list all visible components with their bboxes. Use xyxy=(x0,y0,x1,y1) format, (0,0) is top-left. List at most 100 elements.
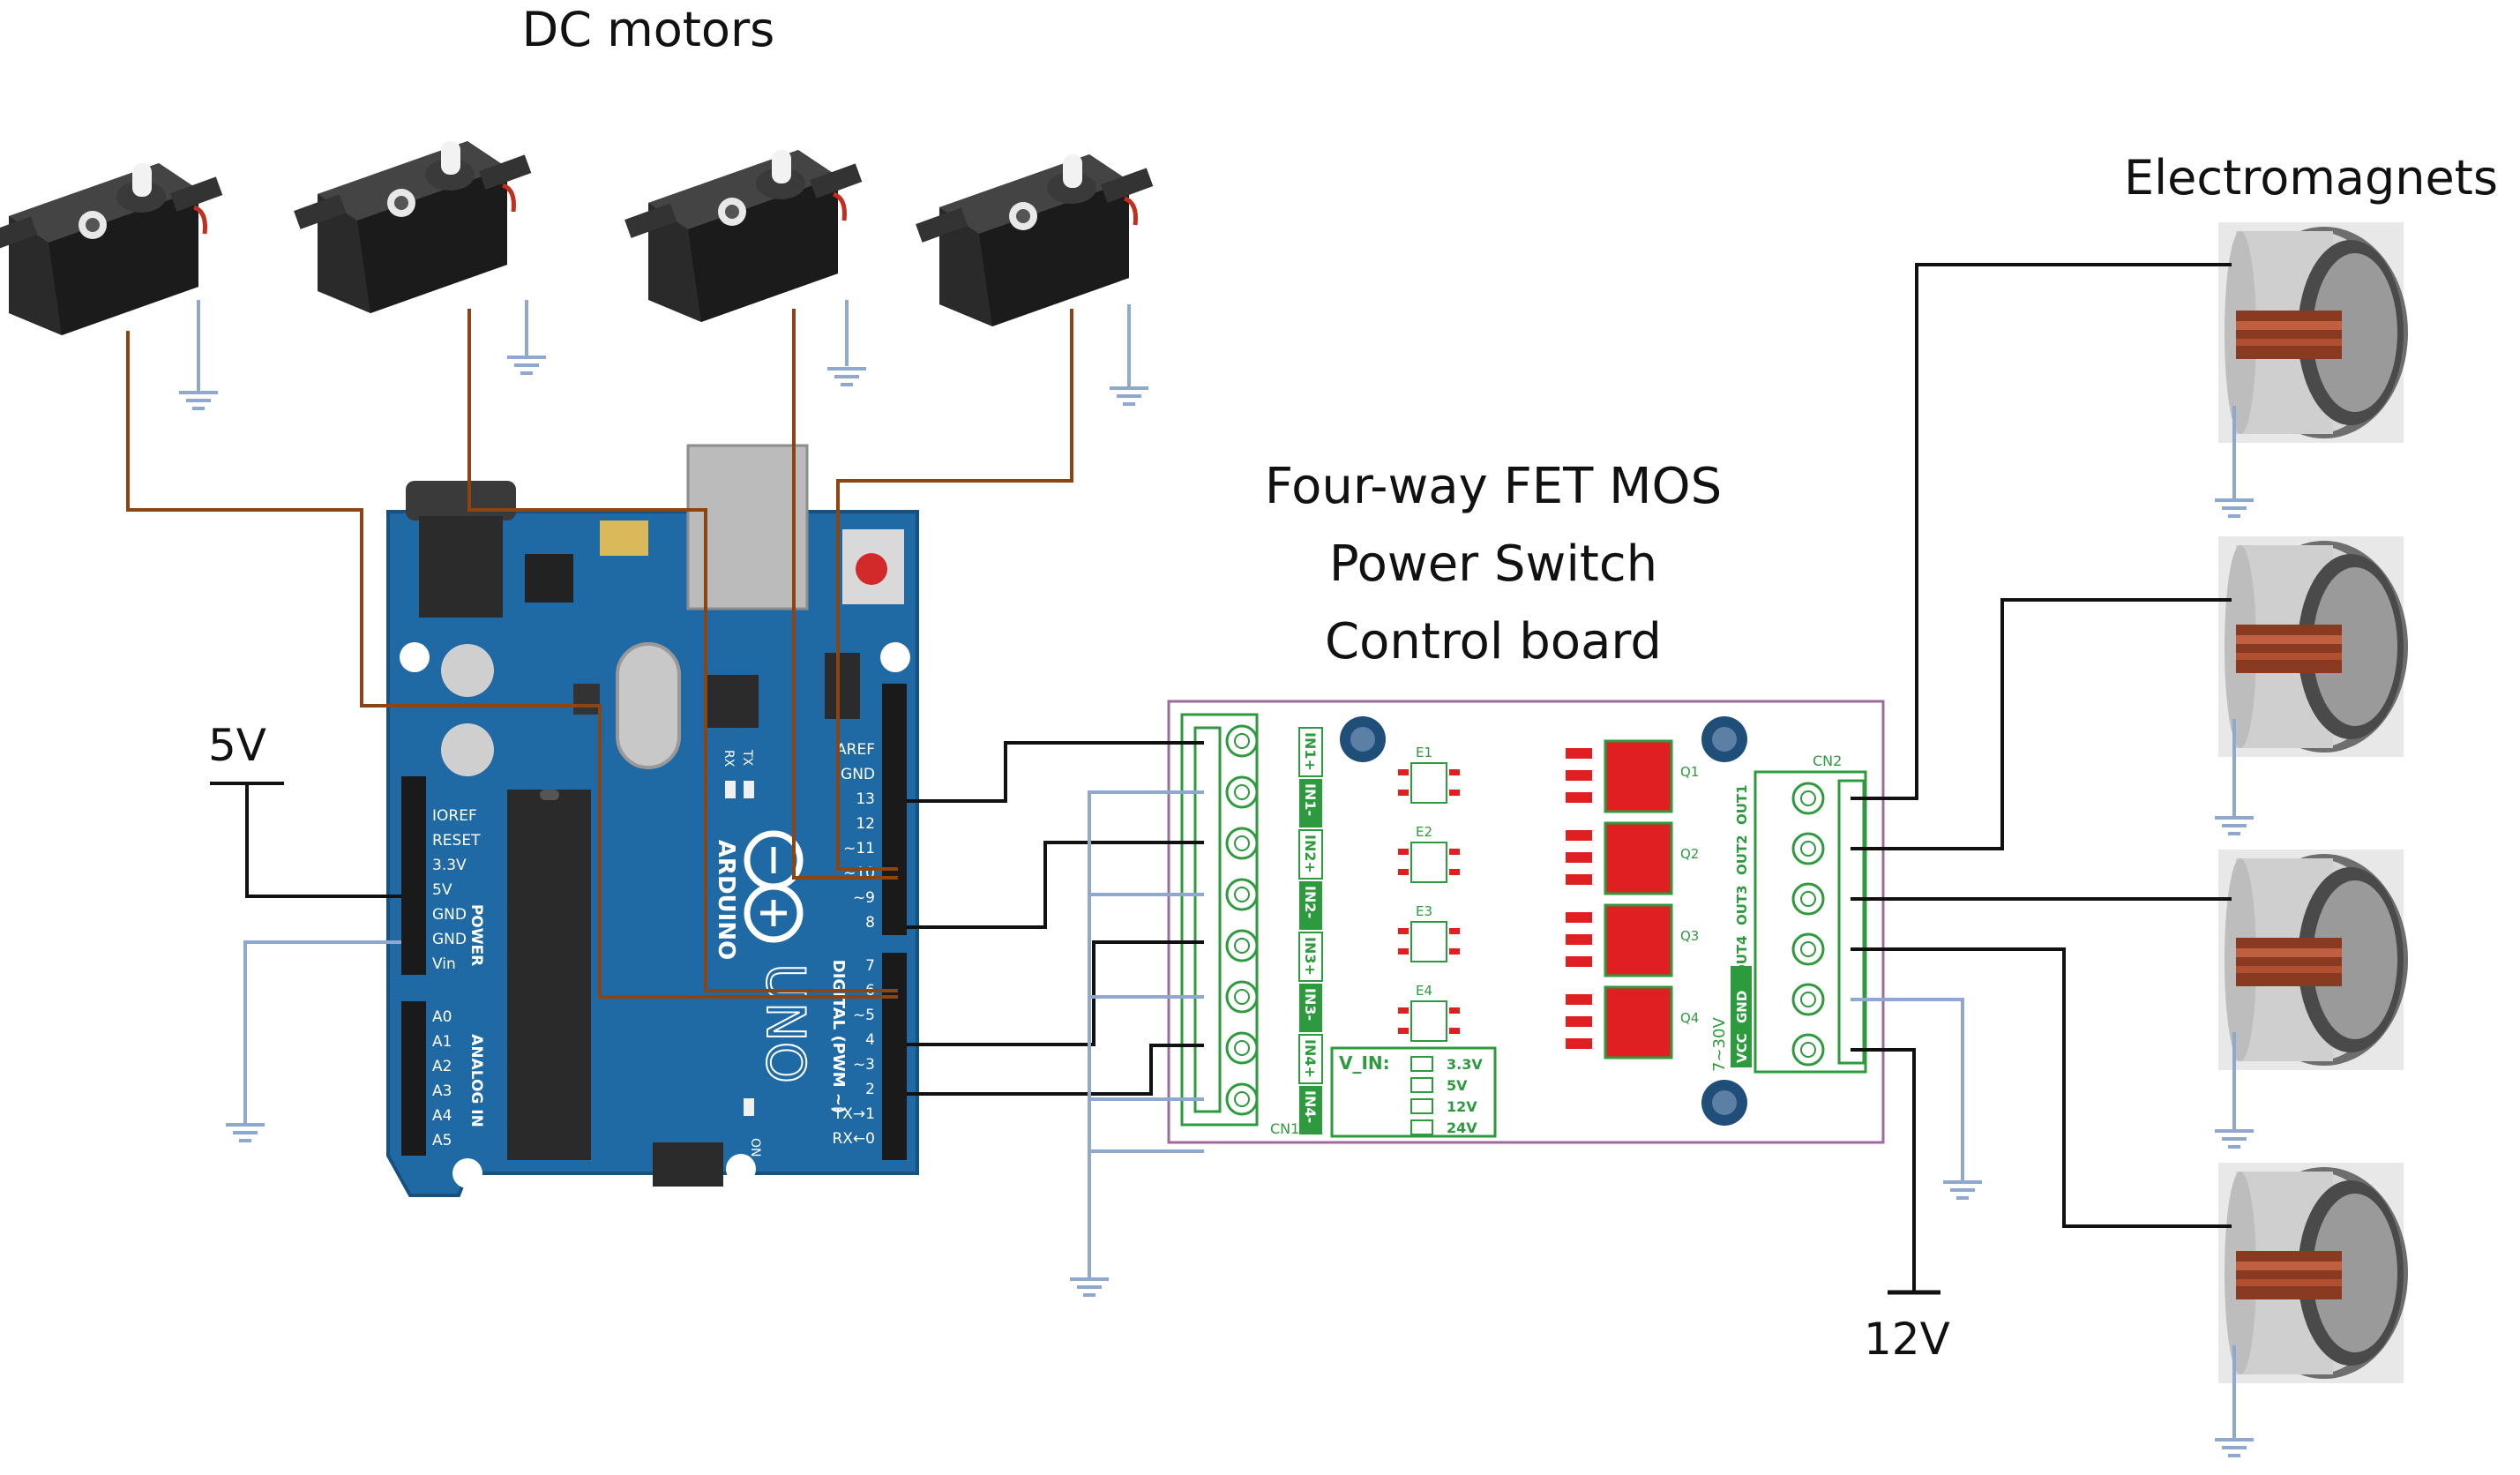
input-labels: IN1+ IN1- IN2+ IN2- IN3+ IN3- IN4+ IN4- xyxy=(1298,727,1323,1134)
pin-label-d7: 7 xyxy=(865,957,875,975)
vin-option-5v: 5V xyxy=(1447,1077,1468,1094)
input-label-in2n: IN2- xyxy=(1302,886,1319,918)
electromagnet-wires xyxy=(1851,263,2232,1228)
pin-label-d3: ~3 xyxy=(853,1056,875,1074)
pin-label-5v: 5V xyxy=(432,881,452,899)
mosfet-label-q3: Q3 xyxy=(1680,928,1699,944)
cn2-label: CN2 xyxy=(1813,752,1842,769)
mosfets xyxy=(1604,739,1673,1059)
pin-label-d11: ~11 xyxy=(843,840,875,857)
pin-label-gnd-2: GND xyxy=(432,931,467,948)
electromagnet-4 xyxy=(2218,1163,2408,1383)
vin-label: V_IN: xyxy=(1339,1052,1390,1074)
mosfet-pins xyxy=(1566,748,1592,1049)
dc-motors-label: DC motors xyxy=(522,2,775,57)
control-wires xyxy=(907,741,1204,1096)
output-labels: OUT1 OUT2 OUT3 OUT4 GND VCC xyxy=(1731,784,1752,1067)
opto-label-e4: E4 xyxy=(1416,983,1432,999)
pin-label-d5: ~5 xyxy=(853,1007,875,1024)
servo-motor-4 xyxy=(916,154,1153,326)
pin-label-gnd-3: GND xyxy=(841,766,875,783)
voltage-range-label: 7~30V xyxy=(1710,1017,1729,1072)
vin-option-3v3: 3.3V xyxy=(1447,1056,1483,1073)
opto-label-e1: E1 xyxy=(1416,745,1432,760)
pin-label-reset: RESET xyxy=(432,832,481,850)
input-label-in1p: IN1+ xyxy=(1302,732,1319,771)
pin-label-ioref: IOREF xyxy=(432,807,477,825)
output-label-out1: OUT1 xyxy=(1734,784,1750,825)
output-label-gnd: GND xyxy=(1734,991,1750,1023)
output-label-out2: OUT2 xyxy=(1734,835,1750,875)
input-label-in1n: IN1- xyxy=(1302,783,1319,816)
output-label-out3: OUT3 xyxy=(1734,885,1750,925)
electromagnet-3 xyxy=(2218,850,2408,1070)
arduino-uno-board: ARDUINO UNO DIGITAL (PWM ~) POWER ANALOG… xyxy=(386,444,919,1197)
output-label-out4: OUT4 xyxy=(1734,935,1750,976)
opto-labels: E1 E2 E3 E4 xyxy=(1416,745,1432,999)
electromagnet-1 xyxy=(2218,222,2408,443)
cn2-screws xyxy=(1791,782,1825,1067)
cn1-screws xyxy=(1225,724,1259,1116)
electromagnet-2 xyxy=(2218,536,2408,757)
servo-motor-1 xyxy=(0,163,222,335)
arduino-power-wires xyxy=(210,782,401,1125)
arduino-analog-label: ANALOG IN xyxy=(467,1034,485,1127)
supply-12v-wires xyxy=(1851,998,1964,1295)
pin-label-d0: RX←0 xyxy=(832,1130,875,1148)
opto-label-e2: E2 xyxy=(1416,824,1432,840)
board-title-line-3: Control board xyxy=(1325,613,1662,670)
servo-signal-wires xyxy=(126,309,1073,999)
pin-label-vin: Vin xyxy=(432,955,456,973)
vin-option-24v: 24V xyxy=(1447,1119,1477,1136)
vin-option-12v: 12V xyxy=(1447,1098,1477,1115)
pin-label-d9: ~9 xyxy=(853,889,875,907)
arduino-tx-label: TX xyxy=(740,749,754,767)
opto-label-e3: E3 xyxy=(1416,903,1432,919)
input-label-in2p: IN2+ xyxy=(1302,835,1319,873)
arduino-rx-label: RX xyxy=(722,750,736,767)
vin-option-labels: 3.3V 5V 12V 24V xyxy=(1447,1056,1483,1136)
pin-label-d1: TX→1 xyxy=(833,1105,875,1123)
pin-label-d12: 12 xyxy=(856,815,875,833)
optocouplers xyxy=(1410,762,1447,1042)
pin-label-a0: A0 xyxy=(432,1008,452,1026)
arduino-model: UNO xyxy=(754,963,816,1083)
pin-label-a4: A4 xyxy=(432,1107,452,1125)
digital-pin-labels-bottom: 7 ~6 ~5 4 ~3 2 TX→1 RX←0 xyxy=(832,957,875,1148)
label-5v: 5V xyxy=(208,720,266,771)
servo-motor-3 xyxy=(624,150,862,322)
pin-label-d4: 4 xyxy=(865,1031,875,1049)
mosfet-label-q2: Q2 xyxy=(1680,846,1699,862)
pin-label-3v3: 3.3V xyxy=(432,857,467,874)
input-label-in4p: IN4+ xyxy=(1302,1039,1319,1078)
pin-label-a2: A2 xyxy=(432,1058,452,1075)
opto-pads xyxy=(1398,769,1460,1034)
label-12v: 12V xyxy=(1864,1314,1950,1365)
arduino-power-label: POWER xyxy=(467,904,485,966)
vin-jumpers xyxy=(1410,1056,1433,1135)
pin-label-a5: A5 xyxy=(432,1132,452,1149)
output-label-vcc: VCC xyxy=(1734,1033,1750,1063)
mosfet-label-q4: Q4 xyxy=(1680,1010,1699,1026)
input-label-in4n: IN4- xyxy=(1302,1090,1319,1123)
mosfet-label-q1: Q1 xyxy=(1680,764,1699,780)
pin-label-a1: A1 xyxy=(432,1033,452,1051)
fet-power-switch-board: CN1 IN1+ IN1- IN2+ IN2- IN3+ IN3- IN4+ I… xyxy=(1167,700,1885,1144)
pin-label-aref: AREF xyxy=(836,741,875,759)
input-ground-wires xyxy=(1088,790,1204,1277)
electromagnets-label: Electromagnets xyxy=(2124,150,2498,206)
arduino-on-label: ON xyxy=(748,1138,762,1157)
cn1-screw-centers xyxy=(1234,733,1250,1107)
mosfet-labels: Q1 Q2 Q3 Q4 xyxy=(1680,764,1699,1026)
pin-label-d13: 13 xyxy=(856,790,875,808)
pin-label-a3: A3 xyxy=(432,1082,452,1100)
board-title-line-2: Power Switch xyxy=(1329,535,1657,593)
pin-label-gnd-1: GND xyxy=(432,906,467,924)
arduino-brand: ARDUINO xyxy=(713,840,739,960)
board-title-line-1: Four-way FET MOS xyxy=(1265,458,1722,515)
pin-label-d8: 8 xyxy=(865,914,875,932)
input-label-in3n: IN3- xyxy=(1302,988,1319,1021)
cn2-screw-centers xyxy=(1800,790,1816,1058)
servo-motor-2 xyxy=(294,141,531,313)
